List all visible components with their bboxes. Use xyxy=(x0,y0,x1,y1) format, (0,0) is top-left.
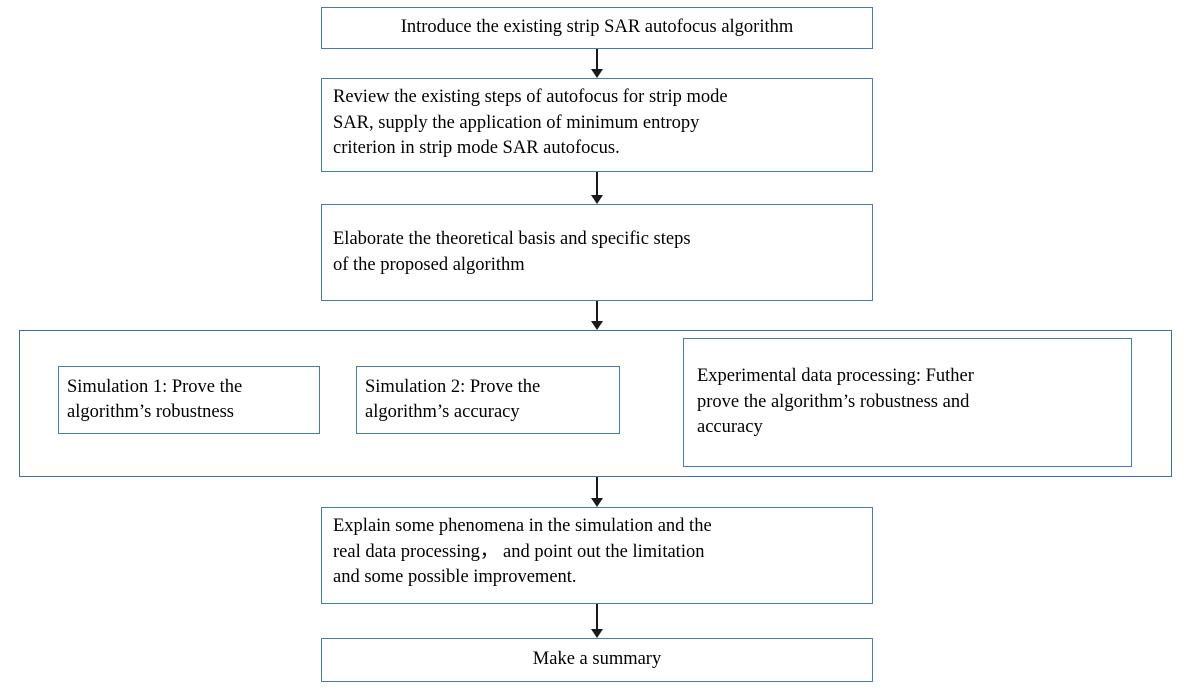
node-simulation-2[interactable]: Simulation 2: Prove the algorithm’s accu… xyxy=(356,366,620,434)
node-simulation-1[interactable]: Simulation 1: Prove the algorithm’s robu… xyxy=(58,366,320,434)
arrow-explain-to-summary xyxy=(590,604,604,638)
node-elaborate[interactable]: Elaborate the theoretical basis and spec… xyxy=(321,204,873,301)
node-simulation-2-label: Simulation 2: Prove the algorithm’s accu… xyxy=(365,376,541,423)
node-elaborate-label: Elaborate the theoretical basis and spec… xyxy=(333,229,691,275)
node-summary[interactable]: Make a summary xyxy=(321,638,873,682)
node-summary-label: Make a summary xyxy=(532,649,662,670)
node-review[interactable]: Review the existing steps of autofocus f… xyxy=(321,78,873,172)
node-explain-label: Explain some phenomena in the simulation… xyxy=(333,516,712,587)
arrow-introduce-to-review xyxy=(590,49,604,78)
node-experimental-data-processing[interactable]: Experimental data processing: Futher pro… xyxy=(683,338,1132,467)
arrow-review-to-elaborate xyxy=(590,172,604,204)
node-simulation-1-label: Simulation 1: Prove the algorithm’s robu… xyxy=(67,376,243,423)
arrow-validation-group-to-explain xyxy=(590,477,604,507)
node-review-label: Review the existing steps of autofocus f… xyxy=(333,87,728,158)
node-introduce[interactable]: Introduce the existing strip SAR autofoc… xyxy=(321,7,873,49)
arrow-elaborate-to-validation-group xyxy=(590,301,604,330)
node-experimental-data-processing-label: Experimental data processing: Futher pro… xyxy=(697,366,974,438)
node-introduce-label: Introduce the existing strip SAR autofoc… xyxy=(400,17,794,38)
node-explain[interactable]: Explain some phenomena in the simulation… xyxy=(321,507,873,604)
